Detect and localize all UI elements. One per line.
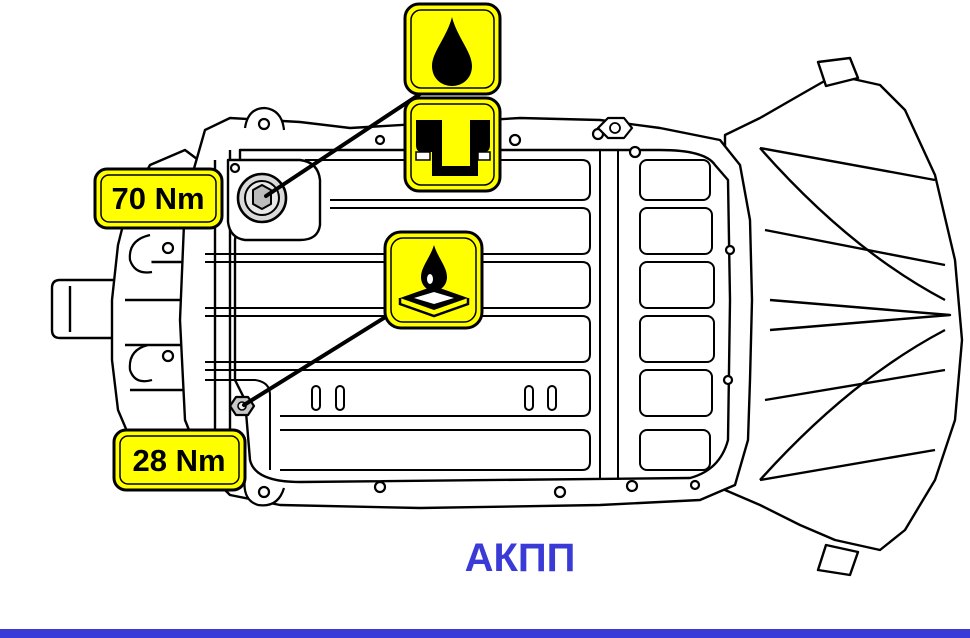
level-plug-torque-text: 28 Nm [132, 443, 225, 478]
level-plug-leader [242, 306, 402, 407]
bottom-bar [0, 629, 970, 638]
drain-plug-torque-label: 70 Nm [93, 167, 224, 230]
breather-nut [596, 116, 634, 140]
diagram-caption: АКПП [465, 536, 576, 580]
drain-plug [236, 172, 288, 224]
plug-seal-icon [403, 96, 502, 193]
level-plug-torque-label: 28 Nm [112, 428, 247, 492]
bell-boss-bottom [816, 543, 860, 577]
drain-plug-torque-text: 70 Nm [111, 181, 204, 216]
leader-lines [242, 92, 422, 407]
mounting-lugs [128, 106, 736, 507]
pan-side-ribs [599, 150, 715, 480]
level-plug-area [205, 379, 271, 470]
oil-drop-icon [403, 2, 502, 96]
transmission-illustration [50, 56, 964, 577]
pan-ribs [205, 159, 591, 471]
oil-level-icon [383, 230, 484, 330]
bell-boss-top [816, 56, 860, 88]
drain-plug-leader [264, 92, 422, 198]
pan-slots [311, 385, 557, 411]
